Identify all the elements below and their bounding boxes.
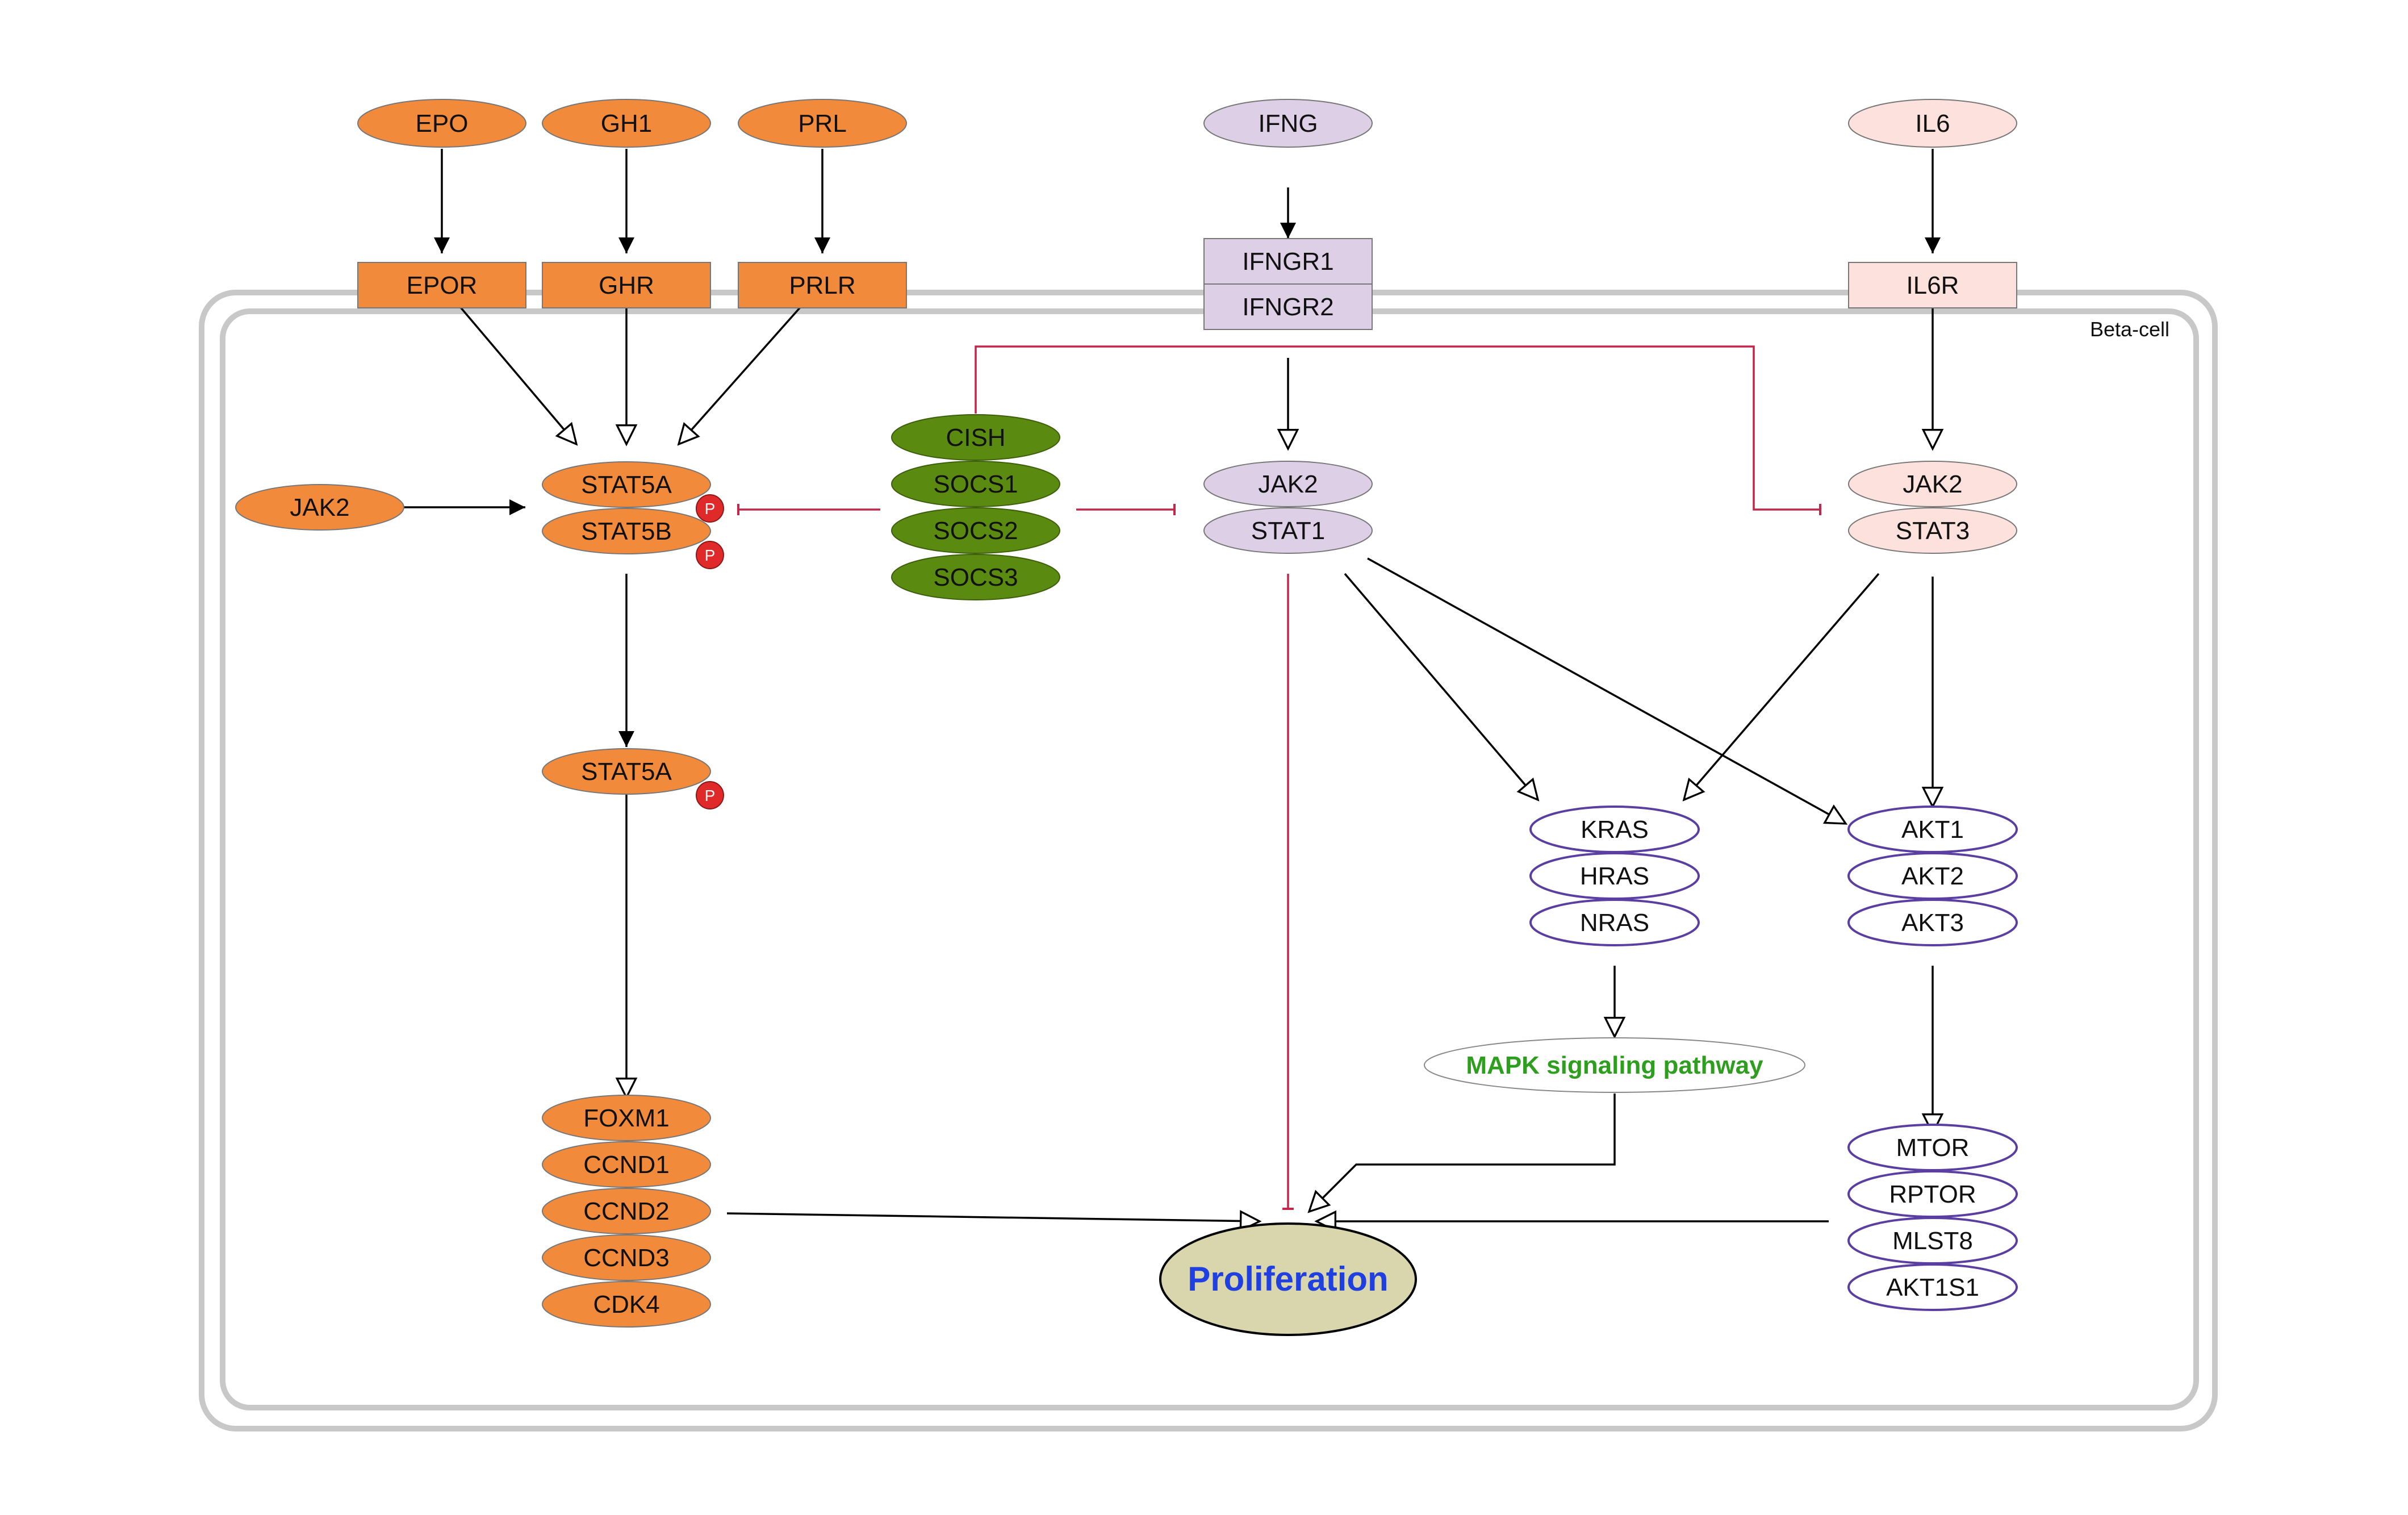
receptor-il6r: IL6R — [1848, 262, 2017, 308]
svg-text:HRAS: HRAS — [1580, 862, 1649, 890]
node-cdk4: CDK4 — [542, 1281, 711, 1328]
svg-text:AKT2: AKT2 — [1901, 862, 1964, 890]
node-stat5b: STAT5B — [542, 508, 711, 554]
svg-text:CCND2: CCND2 — [583, 1197, 670, 1225]
node-mtor: MTOR — [1847, 1124, 2018, 1171]
svg-text:EPO: EPO — [416, 110, 469, 137]
svg-text:AKT3: AKT3 — [1901, 909, 1964, 937]
svg-text:CCND3: CCND3 — [583, 1244, 670, 1272]
svg-text:IFNG: IFNG — [1258, 110, 1318, 137]
svg-text:STAT3: STAT3 — [1896, 517, 1970, 545]
edge-stat1-akt — [1367, 557, 1846, 824]
node-rptor: RPTOR — [1847, 1170, 2018, 1218]
ligand-il6: IL6 — [1848, 99, 2017, 148]
svg-text:AKT1: AKT1 — [1901, 816, 1964, 844]
receptor-ghr: GHR — [542, 262, 711, 308]
edges — [403, 149, 1933, 1221]
svg-text:MLST8: MLST8 — [1892, 1227, 1973, 1255]
node-ccnd3: CCND3 — [542, 1234, 711, 1281]
node-ccnd2: CCND2 — [542, 1188, 711, 1234]
ligand-epo: EPO — [357, 99, 526, 148]
receptor-ifngr1: IFNGR1 — [1203, 238, 1373, 285]
ligand-prl: PRL — [738, 99, 907, 148]
phospho-badge-stat5b: P — [696, 541, 724, 569]
node-akt1: AKT1 — [1847, 806, 2018, 853]
node-stat1: STAT1 — [1203, 507, 1373, 554]
node-nras: NRAS — [1529, 899, 1700, 946]
compartment-label: Beta-cell — [2090, 318, 2169, 341]
node-mlst8: MLST8 — [1847, 1217, 2018, 1264]
svg-text:JAK2: JAK2 — [1258, 470, 1318, 498]
receptor-ifngr2: IFNGR2 — [1203, 283, 1373, 330]
svg-text:NRAS: NRAS — [1580, 909, 1649, 937]
svg-text:P: P — [705, 500, 716, 517]
edge-epor-stat5 — [459, 306, 576, 444]
edge-mapk-proliferation — [1309, 1094, 1616, 1212]
node-mapk-pathway: MAPK signaling pathway — [1424, 1037, 1805, 1093]
inhibit-socs-stat3 — [975, 345, 1821, 515]
node-socs1: SOCS1 — [891, 461, 1060, 507]
node-socs2: SOCS2 — [891, 507, 1060, 554]
ligand-gh1: GH1 — [542, 99, 711, 148]
svg-text:SOCS2: SOCS2 — [933, 517, 1018, 545]
svg-text:STAT1: STAT1 — [1251, 517, 1325, 545]
svg-text:GH1: GH1 — [601, 110, 652, 137]
svg-text:JAK2: JAK2 — [290, 494, 349, 521]
receptor-epor: EPOR — [357, 262, 526, 308]
svg-text:SOCS1: SOCS1 — [933, 470, 1018, 498]
svg-text:SOCS3: SOCS3 — [933, 564, 1018, 591]
svg-text:MTOR: MTOR — [1896, 1134, 1970, 1162]
svg-text:STAT5B: STAT5B — [581, 517, 672, 545]
node-jak2-il6: JAK2 — [1848, 461, 2017, 507]
node-jak2-left: JAK2 — [235, 484, 404, 531]
receptor-prlr: PRLR — [738, 262, 907, 308]
svg-text:RPTOR: RPTOR — [1889, 1180, 1976, 1208]
svg-text:CDK4: CDK4 — [593, 1291, 659, 1318]
svg-text:EPOR: EPOR — [407, 272, 478, 299]
svg-text:PRL: PRL — [798, 110, 847, 137]
phospho-badge-stat5a-nuclear: P — [696, 781, 724, 809]
node-akt3: AKT3 — [1847, 899, 2018, 946]
svg-text:IL6: IL6 — [1915, 110, 1950, 137]
svg-text:JAK2: JAK2 — [1903, 470, 1962, 498]
node-stat5a-nuclear: STAT5A — [542, 748, 711, 795]
node-proliferation: Proliferation — [1159, 1222, 1417, 1336]
node-stat3: STAT3 — [1848, 507, 2017, 554]
svg-text:FOXM1: FOXM1 — [583, 1104, 670, 1132]
svg-text:STAT5A: STAT5A — [581, 471, 672, 499]
svg-text:AKT1S1: AKT1S1 — [1886, 1274, 1979, 1301]
node-ccnd1: CCND1 — [542, 1141, 711, 1188]
node-hras: HRAS — [1529, 852, 1700, 900]
svg-text:PRLR: PRLR — [789, 272, 855, 299]
node-cish: CISH — [891, 414, 1060, 461]
ligand-ifng: IFNG — [1203, 99, 1373, 148]
svg-text:Proliferation: Proliferation — [1188, 1260, 1388, 1298]
node-socs3: SOCS3 — [891, 554, 1060, 600]
phospho-badge-stat5a: P — [696, 494, 724, 523]
node-akt1s1: AKT1S1 — [1847, 1263, 2018, 1311]
node-akt2: AKT2 — [1847, 852, 2018, 900]
svg-text:KRAS: KRAS — [1581, 816, 1649, 844]
svg-text:IFNGR1: IFNGR1 — [1242, 248, 1333, 276]
node-kras: KRAS — [1529, 806, 1700, 853]
edge-stat3-ras — [1684, 573, 1880, 800]
edge-prlr-stat5 — [679, 306, 802, 444]
svg-text:IL6R: IL6R — [1907, 272, 1959, 299]
svg-text:P: P — [705, 787, 716, 804]
edge-stat1-ras — [1344, 573, 1538, 800]
node-foxm1: FOXM1 — [542, 1095, 711, 1141]
svg-text:P: P — [705, 546, 716, 564]
svg-text:CISH: CISH — [946, 424, 1005, 452]
svg-text:CCND1: CCND1 — [583, 1151, 670, 1179]
node-stat5a: STAT5A — [542, 461, 711, 508]
svg-text:IFNGR2: IFNGR2 — [1242, 293, 1333, 321]
svg-text:GHR: GHR — [599, 272, 654, 299]
edge-cellcycle-proliferation — [726, 1213, 1260, 1221]
svg-text:STAT5A: STAT5A — [581, 758, 672, 786]
svg-text:MAPK signaling pathway: MAPK signaling pathway — [1466, 1051, 1763, 1079]
node-jak2-ifn: JAK2 — [1203, 461, 1373, 507]
